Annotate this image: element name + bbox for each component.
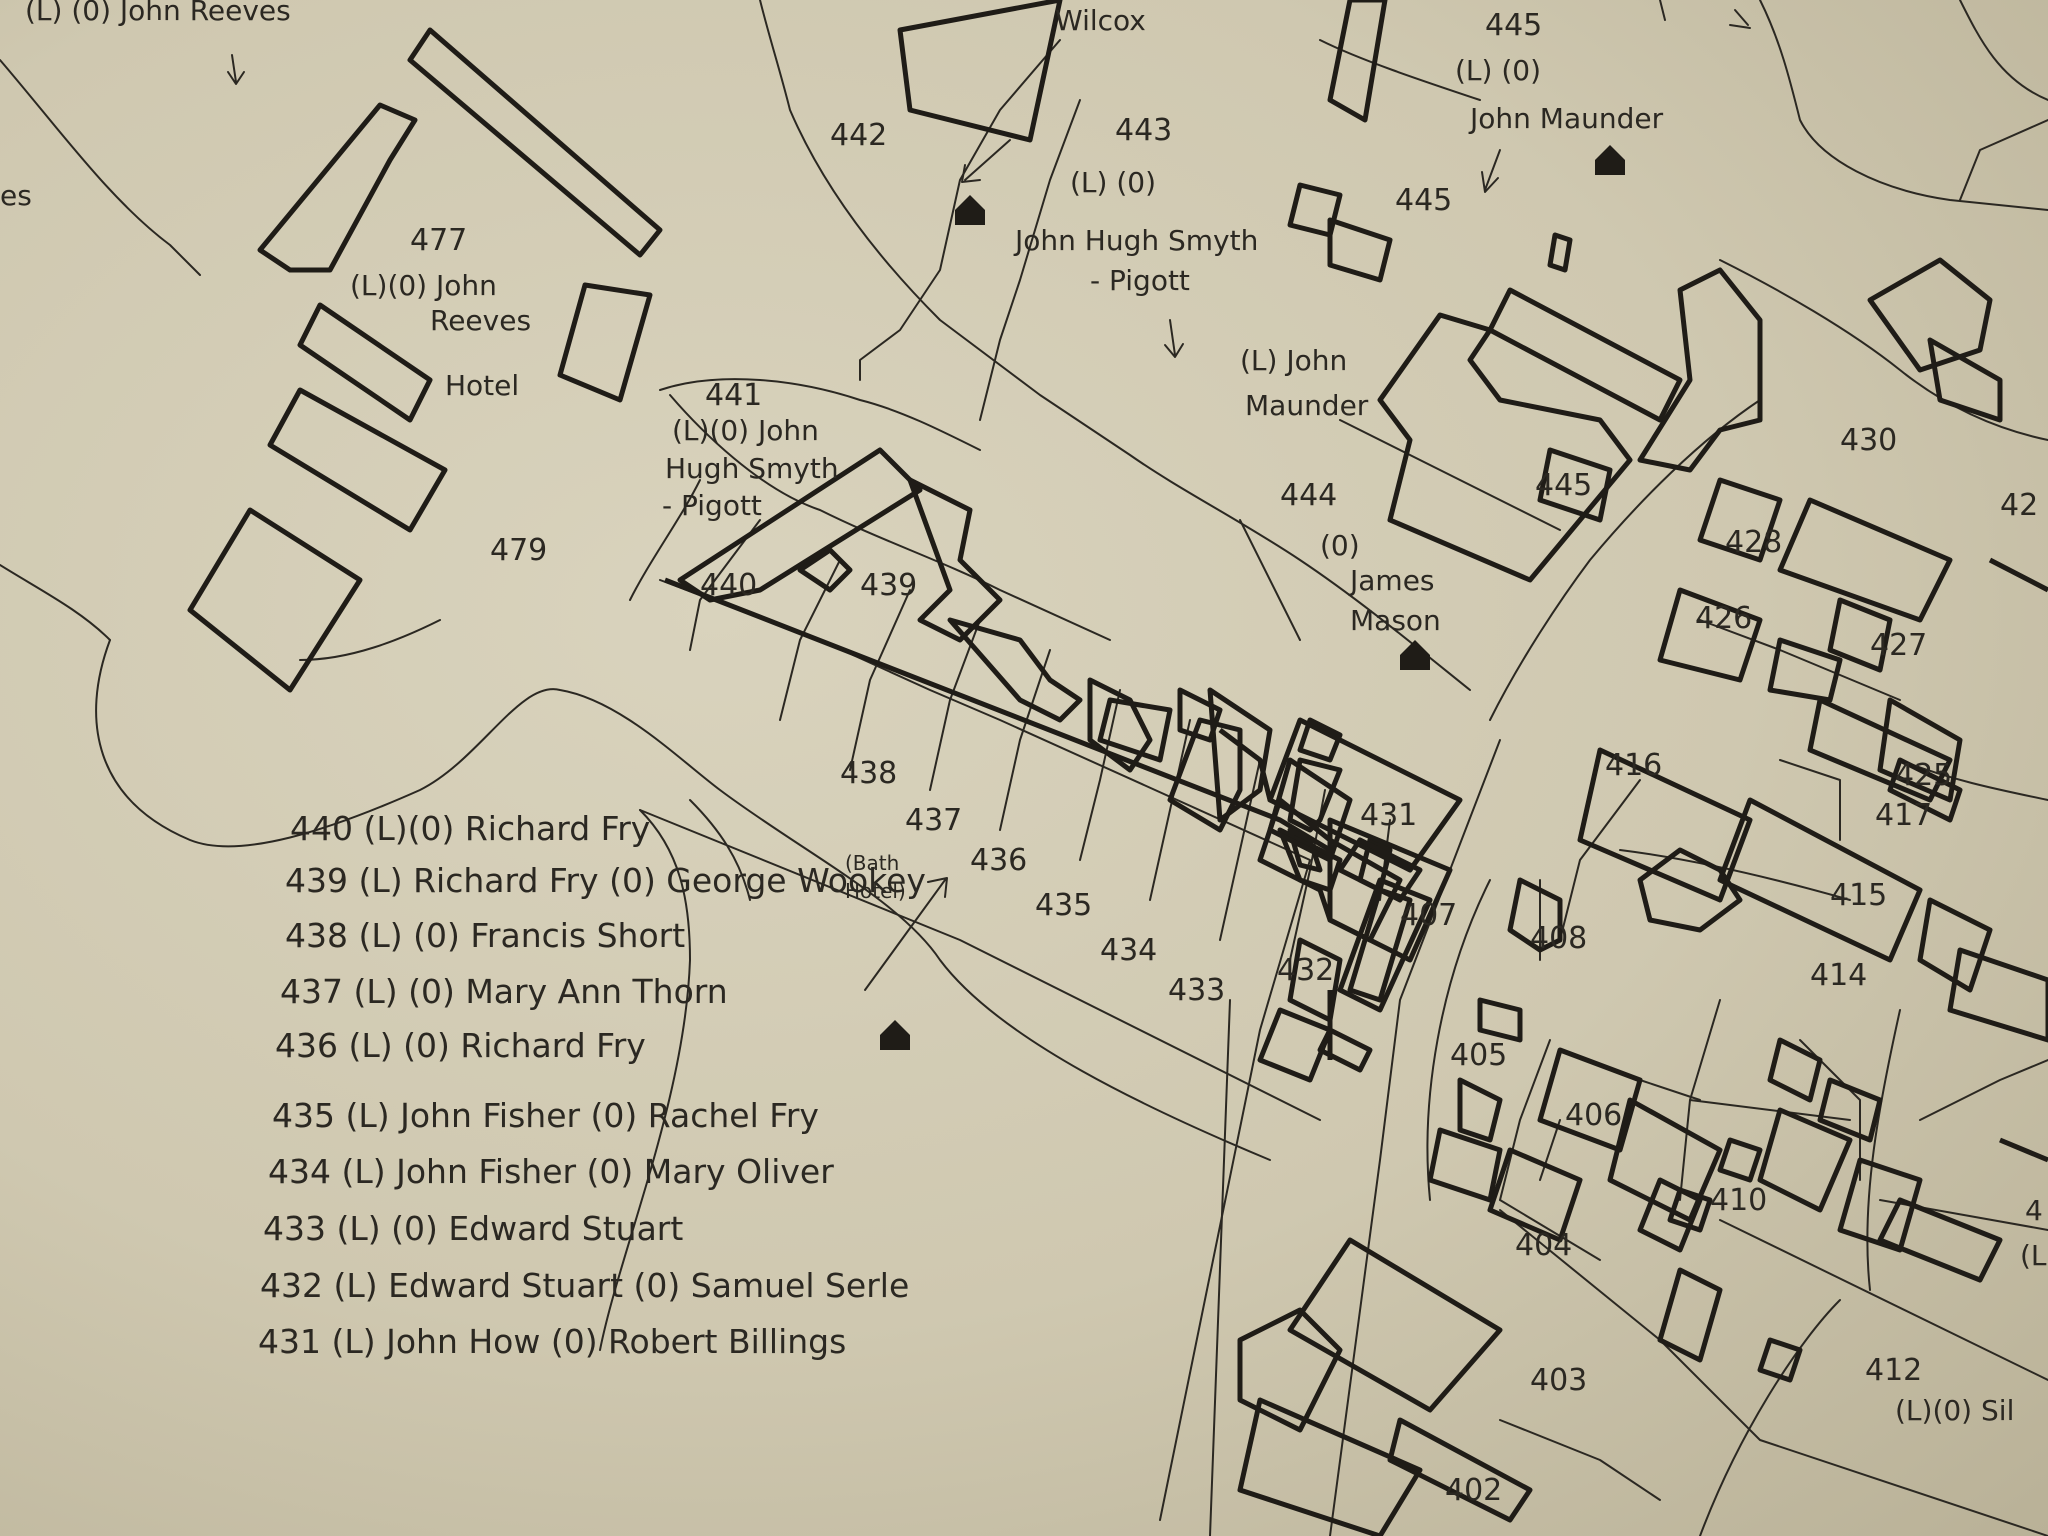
annotation-text: (Bath: [845, 851, 899, 875]
house-symbols: [880, 145, 1625, 1050]
legend-bracket: [689, 799, 751, 901]
annotation-text: John Hugh Smyth: [1013, 224, 1258, 257]
plot-number: 437: [905, 803, 962, 838]
ownership-legend: 440 (L)(0) Richard Fry 439 (L) Richard F…: [258, 799, 926, 1361]
annotation-text: (L) (0): [1455, 54, 1541, 87]
house-icon: [955, 195, 985, 225]
annotation-text: Wilcox: [1055, 4, 1146, 37]
plot-number: 415: [1830, 878, 1887, 913]
annotation-text: (L)(0) John: [350, 269, 497, 302]
plot-number: 442: [830, 118, 887, 153]
plot-number: 408: [1530, 921, 1587, 956]
plot-number: 406: [1565, 1098, 1622, 1133]
annotation-text: Hugh Smyth: [665, 452, 839, 485]
plot-number: 410: [1710, 1183, 1767, 1218]
annotation-text: Hotel: [445, 369, 519, 402]
plot-number: 433: [1168, 973, 1225, 1008]
plot-number: 42: [2000, 488, 2038, 523]
plot-number: 402: [1445, 1473, 1502, 1508]
arrow-icon: [864, 877, 948, 991]
plot-number: 445: [1485, 8, 1542, 43]
arrow-icon: [1659, 0, 1666, 21]
annotation-text: Maunder: [1245, 389, 1369, 422]
annotation-text: Hotel): [845, 879, 906, 903]
annotation-text: James: [1348, 564, 1435, 597]
legend-entry: 433 (L) (0) Edward Stuart: [263, 1209, 683, 1248]
legend-entry: 434 (L) John Fisher (0) Mary Oliver: [268, 1152, 834, 1191]
annotation-text: - Pigott: [1090, 264, 1190, 297]
legend-entry: 439 (L) Richard Fry (0) George Wookey: [285, 861, 926, 900]
plot-number: 436: [970, 843, 1027, 878]
arrow-icon: [1729, 9, 1751, 29]
plot-number: 414: [1810, 958, 1867, 993]
plot-number: 443: [1115, 113, 1172, 148]
plot-number: 417: [1875, 798, 1932, 833]
annotation-text: John Maunder: [1468, 102, 1664, 135]
plot-number: 444: [1280, 478, 1337, 513]
plot-number: 439: [860, 568, 917, 603]
annotation-text: (L) (0): [1070, 166, 1156, 199]
legend-entry: 432 (L) Edward Stuart (0) Samuel Serle: [260, 1266, 909, 1305]
annotation-text: 4: [2025, 1194, 2043, 1227]
annotation-text: Reeves: [430, 304, 531, 337]
plot-number: 404: [1515, 1228, 1572, 1263]
annotation-text: (L)(0) Sil: [1895, 1394, 2014, 1427]
plot-number: 431: [1360, 798, 1417, 833]
plot-number: 412: [1865, 1353, 1922, 1388]
plot-number: 445: [1395, 183, 1452, 218]
plot-number: 445: [1535, 468, 1592, 503]
house-icon: [880, 1020, 910, 1050]
plot-number: 438: [840, 756, 897, 791]
legend-entry: 437 (L) (0) Mary Ann Thorn: [280, 972, 728, 1011]
annotation-text: es: [0, 179, 32, 212]
plot-number: 432: [1277, 953, 1334, 988]
annotation-text: (L) John: [1240, 344, 1347, 377]
legend-entry: 438 (L) (0) Francis Short: [285, 916, 685, 955]
annotation-text: (0): [1320, 529, 1360, 562]
house-icon: [1400, 640, 1430, 670]
plot-number: 427: [1870, 628, 1927, 663]
plot-number: 477: [410, 223, 467, 258]
arrow-icon: [961, 139, 1011, 183]
annotation-text: (L: [2020, 1239, 2047, 1272]
legend-entry: 440 (L)(0) Richard Fry: [290, 809, 650, 848]
map-annotations: (L) (0) John Reeves Wilcox (L) (0) John …: [0, 0, 2047, 1427]
buildings: [187, 0, 2048, 1536]
arrow-icon: [1481, 149, 1501, 193]
plot-number: 405: [1450, 1038, 1507, 1073]
house-icon: [1595, 145, 1625, 175]
plot-number: 416: [1605, 748, 1662, 783]
plot-number: 403: [1530, 1363, 1587, 1398]
arrows: [227, 0, 1751, 991]
plot-number: 428: [1725, 525, 1782, 560]
legend-entry: 435 (L) John Fisher (0) Rachel Fry: [272, 1096, 819, 1135]
legend-entry: 431 (L) John How (0) Robert Billings: [258, 1322, 846, 1361]
plot-number: 479: [490, 533, 547, 568]
arrow-icon: [1164, 319, 1184, 358]
annotation-text: Mason: [1350, 604, 1441, 637]
plot-number: 434: [1100, 933, 1157, 968]
plot-number: 430: [1840, 423, 1897, 458]
legend-entry: 436 (L) (0) Richard Fry: [275, 1026, 646, 1065]
annotation-text: (L)(0) John: [672, 414, 819, 447]
plot-number: 435: [1035, 888, 1092, 923]
annotation-text: (L) (0) John Reeves: [25, 0, 291, 27]
plot-number: 426: [1695, 601, 1752, 636]
plot-numbers: 477 479 442 443 445 445 445 444 441 440 …: [410, 8, 2038, 1508]
plot-number: 441: [705, 378, 762, 413]
arrow-icon: [227, 54, 245, 85]
plot-number: 407: [1400, 898, 1457, 933]
annotation-text: - Pigott: [662, 489, 762, 522]
plot-number: 440: [700, 568, 757, 603]
plot-number: 425: [1895, 758, 1952, 793]
